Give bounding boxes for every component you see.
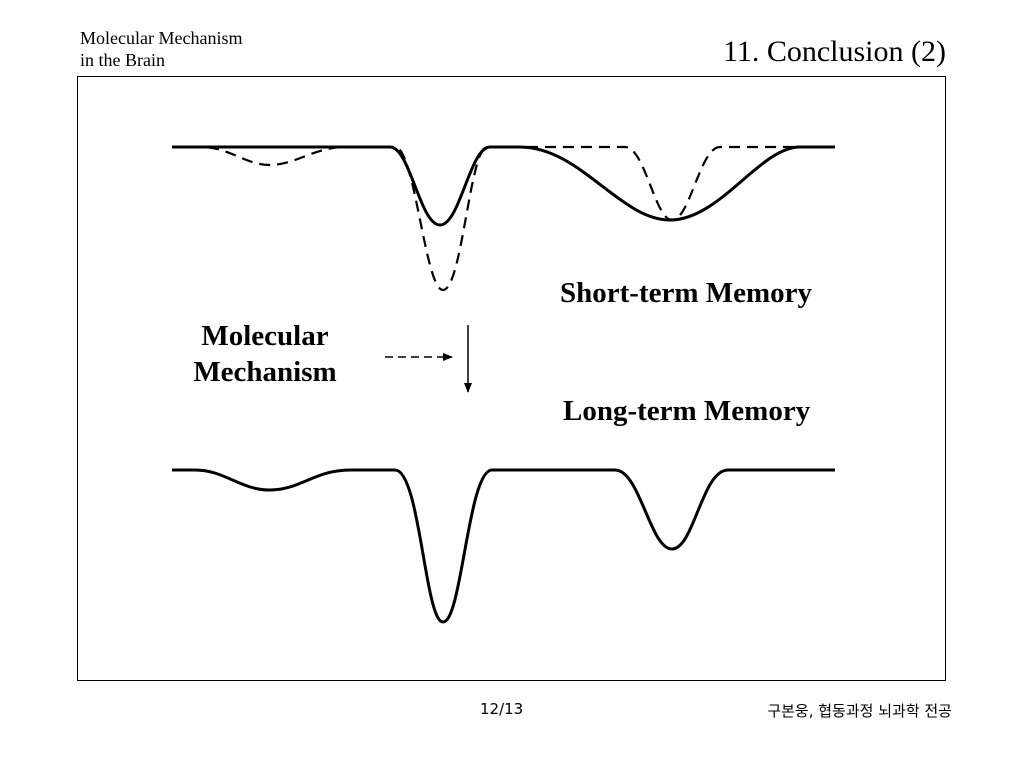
molecular-mechanism-label: Molecular Mechanism [176,318,354,390]
long-term-memory-label: Long-term Memory [563,395,811,427]
course-title-line1: Molecular Mechanism [80,28,243,48]
author-credit: 구본웅, 협동과정 뇌과학 전공 [767,702,952,720]
content-frame [77,76,946,681]
long-term-trace [172,468,835,624]
course-title: Molecular Mechanism in the Brain [80,27,242,71]
short-term-memory-label: Short-term Memory [560,277,813,309]
mechanism-label-line1: Molecular [201,320,329,352]
short-term-trace-solid [172,145,835,227]
short-term-trace-dashed [172,145,835,292]
course-title-line2: in the Brain [80,50,165,70]
page-number: 12/13 [480,700,524,718]
mechanism-label-line2: Mechanism [193,356,337,388]
slide-title: 11. Conclusion (2) [722,35,946,68]
